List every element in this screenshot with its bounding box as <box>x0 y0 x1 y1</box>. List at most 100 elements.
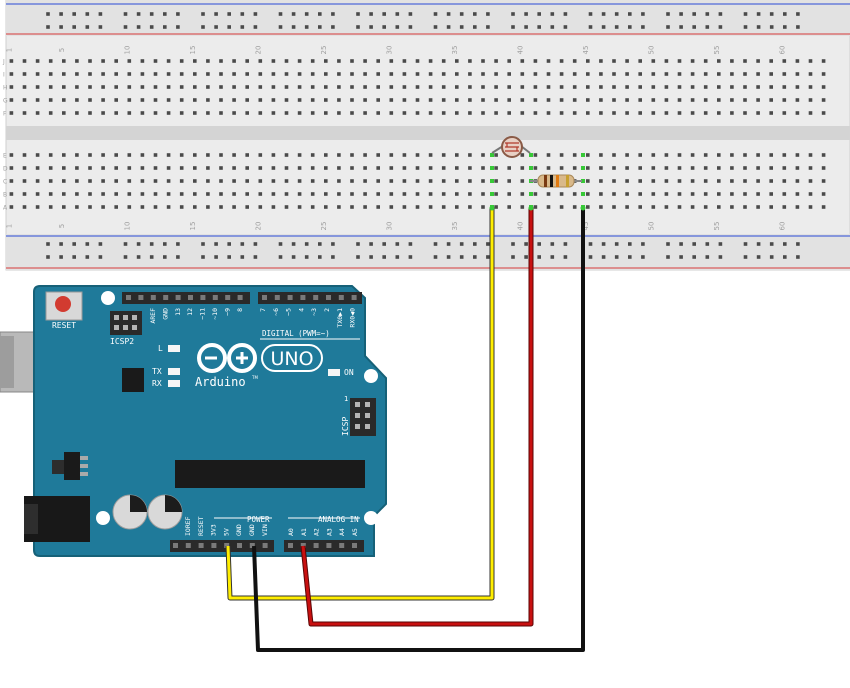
bottom-rail-holes <box>46 242 800 259</box>
rail-hole <box>433 255 438 259</box>
breadboard-hole <box>101 179 105 183</box>
breadboard-hole <box>441 59 446 63</box>
rail-hole <box>601 255 606 259</box>
rail-hole <box>136 242 141 246</box>
breadboard-hole <box>140 98 145 102</box>
row-letter: G <box>3 98 8 105</box>
breadboard-hole <box>324 111 328 115</box>
header-pin <box>365 413 370 418</box>
breadboard-hole <box>664 179 669 183</box>
rail-hole <box>756 242 761 246</box>
rail-hole <box>705 242 710 246</box>
breadboard-hole <box>219 153 223 157</box>
breadboard-hole <box>717 85 721 89</box>
breadboard-hole <box>599 111 603 115</box>
breadboard-hole <box>572 85 577 89</box>
rail-hole <box>98 12 103 16</box>
rail-hole <box>486 12 490 16</box>
column-number: 1 <box>5 224 13 228</box>
breadboard-hole <box>455 59 459 63</box>
breadboard-hole <box>795 111 800 115</box>
header-pin <box>185 543 191 548</box>
active-hole <box>529 166 533 170</box>
breadboard-hole <box>468 192 472 196</box>
breadboard-hole <box>127 111 132 115</box>
breadboard-hole <box>297 111 302 115</box>
breadboard-hole <box>782 153 787 157</box>
breadboard-hole <box>48 111 53 115</box>
rail-hole <box>253 242 258 246</box>
breadboard-hole <box>48 166 53 170</box>
breadboard-hole <box>35 192 40 196</box>
breadboard-hole <box>599 59 603 63</box>
header-pin <box>173 543 178 548</box>
resistor[interactable] <box>530 174 582 188</box>
breadboard-hole <box>638 59 642 63</box>
breadboard-hole <box>219 98 223 102</box>
header-pin <box>249 543 255 548</box>
breadboard-hole <box>769 205 773 209</box>
breadboard-hole <box>808 111 813 115</box>
row-letter: D <box>3 166 8 173</box>
breadboard-hole <box>232 111 236 115</box>
rail-hole <box>318 25 322 29</box>
breadboard-hole <box>415 205 420 209</box>
column-number: 45 <box>582 46 590 55</box>
breadboard-hole <box>782 72 787 76</box>
breadboard-hole <box>533 85 538 89</box>
breadboard-hole <box>9 205 14 209</box>
breadboard-hole <box>219 59 223 63</box>
wire-black-gnd[interactable] <box>252 208 585 652</box>
breadboard-hole <box>756 98 760 102</box>
breadboard-hole <box>533 205 538 209</box>
breadboard-hole <box>232 85 236 89</box>
breadboard-hole <box>62 192 66 196</box>
power-pin-label: 5V <box>222 528 230 536</box>
breadboard-hole <box>75 72 79 76</box>
rail-hole <box>783 255 787 259</box>
breadboard-hole <box>363 111 367 115</box>
breadboard-hole <box>389 153 394 157</box>
rail-hole <box>537 12 541 16</box>
breadboard-hole <box>795 153 800 157</box>
breadboard-hole <box>35 166 40 170</box>
breadboard-hole <box>114 153 118 157</box>
breadboard-hole <box>389 85 394 89</box>
breadboard-hole <box>677 153 682 157</box>
breadboard-hole <box>284 98 289 102</box>
breadboard-hole <box>703 166 708 170</box>
breadboard-hole <box>520 72 525 76</box>
breadboard-hole <box>284 179 289 183</box>
rail-hole <box>446 12 451 16</box>
breadboard-hole <box>690 72 695 76</box>
reset-button[interactable] <box>55 296 71 312</box>
breadboard-hole <box>717 179 721 183</box>
uno-label: UNO <box>270 348 313 370</box>
breadboard-hole <box>324 205 328 209</box>
breadboard-hole <box>245 85 249 89</box>
breadboard-hole <box>612 153 616 157</box>
breadboard-hole <box>324 166 328 170</box>
breadboard-hole <box>441 192 446 196</box>
breadboard-hole <box>612 72 616 76</box>
breadboard-hole <box>206 192 210 196</box>
breadboard-hole <box>193 179 197 183</box>
breadboard-hole <box>612 98 616 102</box>
photoresistor[interactable] <box>491 136 531 158</box>
rail-hole <box>163 12 167 16</box>
breadboard-hole <box>782 85 787 89</box>
rail-hole <box>214 255 218 259</box>
breadboard-hole <box>88 98 92 102</box>
column-number: 10 <box>123 222 131 231</box>
rail-hole <box>98 25 103 29</box>
breadboard-hole <box>232 192 236 196</box>
rail-hole <box>459 25 464 29</box>
breadboard-hole <box>127 192 132 196</box>
breadboard-hole <box>376 98 380 102</box>
breadboard-hole <box>533 192 538 196</box>
rail-hole <box>176 12 180 16</box>
breadboard-hole <box>428 205 433 209</box>
breadboard-hole <box>75 179 79 183</box>
header-pin <box>198 543 204 548</box>
